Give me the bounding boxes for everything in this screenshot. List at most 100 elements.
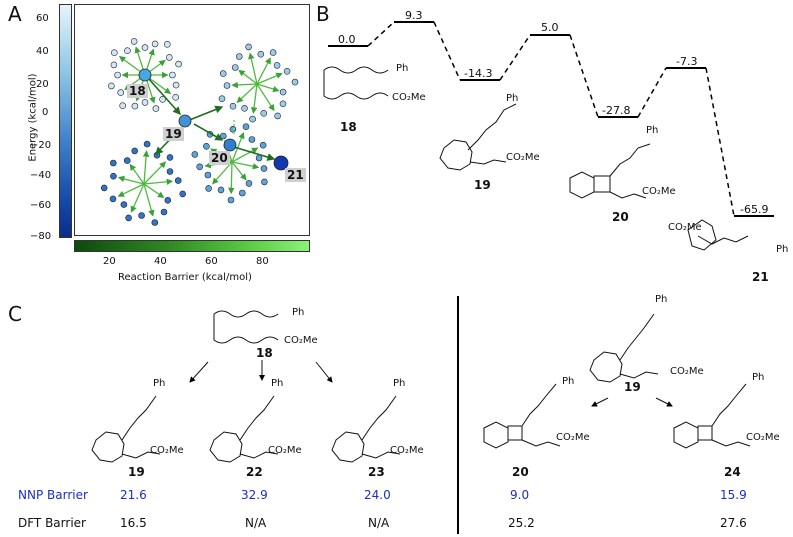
energy-profile bbox=[323, 21, 774, 251]
ytick-m20: −20 bbox=[30, 140, 52, 151]
b18-ester: CO₂Me bbox=[392, 92, 426, 103]
network-node bbox=[239, 189, 246, 197]
b19-ester: CO₂Me bbox=[506, 152, 540, 163]
network-node bbox=[138, 212, 145, 219]
b20-ph: Ph bbox=[646, 125, 659, 136]
network-node bbox=[164, 40, 171, 48]
network-spoke bbox=[231, 81, 258, 89]
c-compound-18: 18 bbox=[256, 346, 273, 360]
network-spoke bbox=[250, 83, 258, 114]
node-label-19: 19 bbox=[163, 127, 184, 141]
network-node bbox=[242, 123, 250, 130]
b21-ph: Ph bbox=[776, 244, 789, 255]
reaction-network-plot bbox=[74, 4, 310, 236]
panel-b-letter: B bbox=[316, 2, 330, 26]
level-label-20: -27.8 bbox=[602, 104, 631, 117]
energy-colorbar bbox=[59, 4, 72, 238]
network-node bbox=[175, 60, 182, 68]
c-compound-19-right: 19 bbox=[624, 380, 641, 394]
network-node bbox=[174, 177, 182, 184]
level-label-ts1: 9.3 bbox=[405, 9, 423, 22]
c23-ester: CO₂Me bbox=[390, 445, 424, 456]
node-label-20: 20 bbox=[209, 151, 230, 165]
network-node bbox=[114, 71, 121, 79]
network-node bbox=[231, 64, 239, 71]
network-node bbox=[166, 168, 174, 175]
network-spoke bbox=[231, 147, 259, 163]
network-node bbox=[229, 126, 237, 133]
c22-ester: CO₂Me bbox=[268, 445, 302, 456]
network-node bbox=[220, 132, 227, 140]
network-spoke bbox=[143, 178, 174, 186]
panel-c-divider bbox=[457, 296, 459, 534]
network-spoke bbox=[238, 69, 258, 85]
network-node bbox=[219, 70, 227, 77]
network-spoke bbox=[130, 183, 145, 213]
network-node bbox=[260, 110, 267, 117]
b-compound-21: 21 bbox=[752, 270, 769, 284]
network-node bbox=[166, 54, 173, 61]
network-node bbox=[117, 89, 125, 96]
network-node bbox=[123, 157, 131, 164]
network-node bbox=[283, 68, 291, 75]
network-spoke bbox=[143, 183, 165, 198]
network-node bbox=[205, 185, 212, 192]
network-node bbox=[131, 147, 139, 155]
network-node bbox=[110, 61, 118, 69]
panel-a-letter: A bbox=[8, 2, 22, 26]
network-node bbox=[241, 105, 248, 112]
ytick-20: 20 bbox=[36, 79, 49, 90]
xtick-80: 80 bbox=[256, 256, 269, 267]
network-node bbox=[191, 151, 199, 158]
c24-ph: Ph bbox=[752, 372, 765, 383]
dft-row-label: DFT Barrier bbox=[18, 516, 86, 530]
nnp-value-23: 24.0 bbox=[364, 488, 391, 502]
network-node bbox=[279, 100, 287, 108]
network-node bbox=[260, 165, 268, 172]
network-node bbox=[120, 201, 128, 208]
b-compound-19: 19 bbox=[474, 178, 491, 192]
b18-ph: Ph bbox=[396, 63, 409, 74]
network-node bbox=[100, 184, 108, 192]
network-node bbox=[141, 99, 149, 106]
dft-value-20: 25.2 bbox=[508, 516, 535, 530]
panel-c-structures bbox=[91, 310, 751, 463]
ytick-40: 40 bbox=[36, 46, 49, 57]
network-node bbox=[291, 78, 299, 86]
network-spoke bbox=[248, 52, 258, 85]
node-label-21: 21 bbox=[285, 168, 306, 182]
network-spoke bbox=[256, 83, 275, 112]
network-spoke bbox=[228, 161, 235, 195]
network-node bbox=[223, 82, 231, 89]
network-spoke bbox=[231, 161, 247, 181]
network-node bbox=[151, 40, 159, 48]
network-node bbox=[172, 94, 179, 101]
network-node bbox=[109, 195, 117, 203]
network-spoke bbox=[256, 83, 280, 93]
c22-ph: Ph bbox=[271, 378, 284, 389]
barrier-colorbar bbox=[74, 240, 310, 252]
network-spoke bbox=[117, 183, 145, 197]
b-compound-20: 20 bbox=[612, 210, 629, 224]
c-compound-20: 20 bbox=[512, 465, 529, 479]
level-label-ts2: 5.0 bbox=[541, 21, 559, 34]
nnp-value-22: 32.9 bbox=[241, 488, 268, 502]
c18-ester: CO₂Me bbox=[284, 335, 318, 346]
network-node bbox=[125, 214, 132, 222]
network-node bbox=[273, 62, 281, 69]
network-spoke bbox=[256, 72, 283, 85]
network-node bbox=[217, 186, 225, 194]
network-spoke bbox=[212, 161, 233, 185]
network-node bbox=[179, 190, 186, 198]
network-node bbox=[269, 49, 277, 56]
xtick-20: 20 bbox=[103, 256, 116, 267]
network-node bbox=[110, 172, 117, 180]
c20-ester: CO₂Me bbox=[556, 432, 590, 443]
dft-value-19: 16.5 bbox=[120, 516, 147, 530]
c-compound-19: 19 bbox=[128, 465, 145, 479]
network-node bbox=[108, 82, 115, 90]
c-compound-22: 22 bbox=[246, 465, 263, 479]
c19-ester: CO₂Me bbox=[150, 445, 184, 456]
network-node bbox=[274, 112, 281, 120]
network-node bbox=[249, 115, 256, 123]
